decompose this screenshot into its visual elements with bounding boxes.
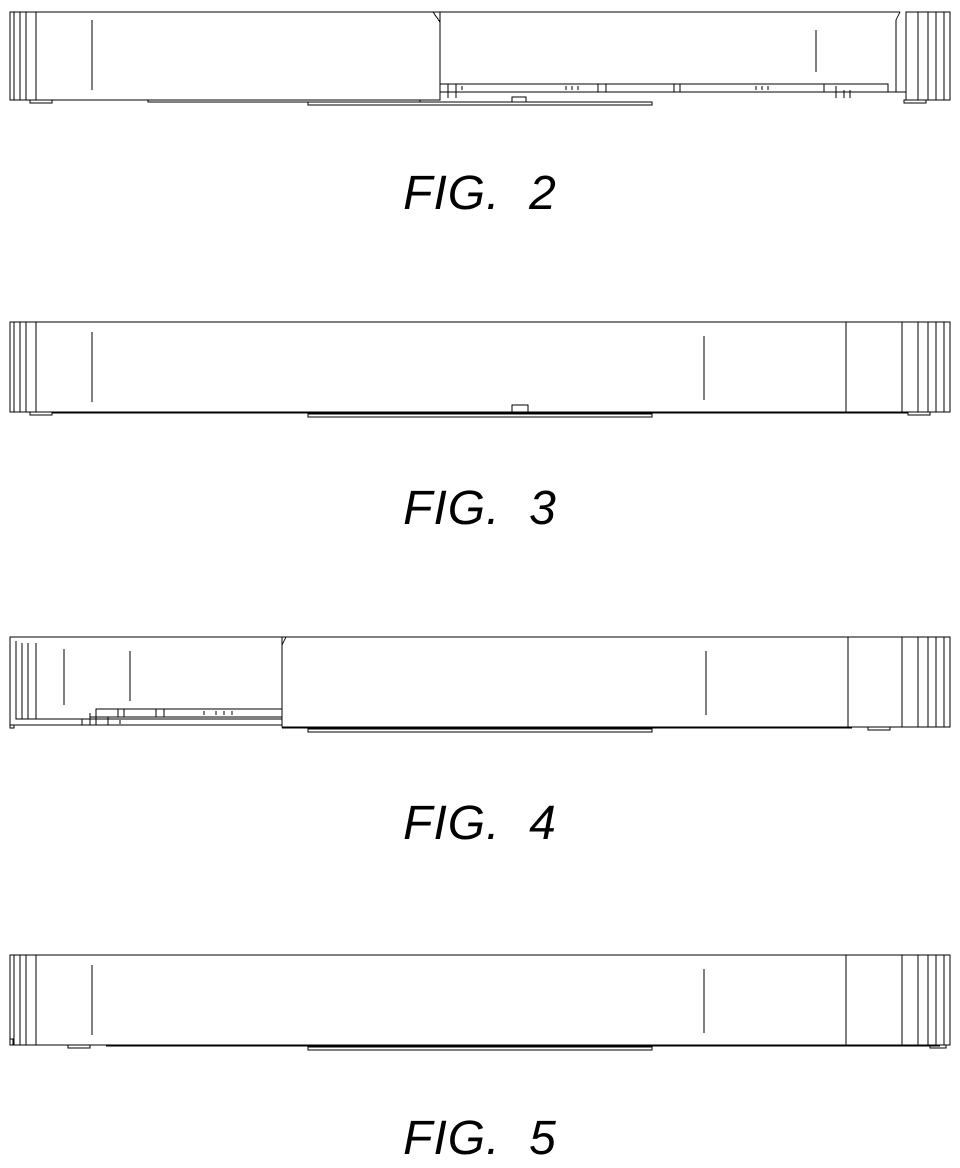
fig2-base [30, 97, 926, 105]
fig3-caption: FIG. 3 [0, 485, 960, 533]
fig4-step-edge [282, 637, 286, 725]
figure-4: FIG. 4 [0, 625, 960, 855]
fig2-drawing [0, 0, 960, 130]
fig2-left-end-lines [14, 12, 92, 100]
fig5-caption: FIG. 5 [0, 1115, 960, 1163]
fig2-right-end-lines [816, 12, 944, 100]
fig5-drawing [0, 945, 960, 1055]
fig4-right-end-lines [706, 637, 944, 727]
fig4-base [10, 725, 890, 732]
fig4-right-housing [282, 637, 950, 727]
fig3-housing [10, 322, 950, 412]
figure-5: FIG. 5 [0, 945, 960, 1168]
fig4-left-inner-wall [16, 641, 282, 719]
fig4-left-end-lines [22, 643, 130, 719]
fig2-inner-rail [440, 84, 896, 98]
fig3-drawing [0, 310, 960, 430]
fig4-inner-rail [82, 709, 282, 725]
figure-2: FIG. 2 [0, 0, 960, 230]
fig4-drawing [0, 625, 960, 745]
fig4-left-top-edge [10, 637, 286, 725]
fig5-housing [10, 955, 950, 1045]
fig3-left-end-lines [14, 322, 92, 412]
fig2-right-inner-wall [896, 12, 906, 100]
fig2-caption: FIG. 2 [0, 170, 960, 218]
figure-3: FIG. 3 [0, 310, 960, 540]
fig3-right-end-lines [704, 322, 944, 412]
fig5-right-end-lines [704, 955, 944, 1045]
fig2-left-housing [10, 12, 440, 100]
fig5-left-end-lines [14, 955, 92, 1045]
fig4-caption: FIG. 4 [0, 800, 960, 848]
fig3-base [30, 405, 930, 417]
fig2-step-edge [433, 12, 440, 100]
